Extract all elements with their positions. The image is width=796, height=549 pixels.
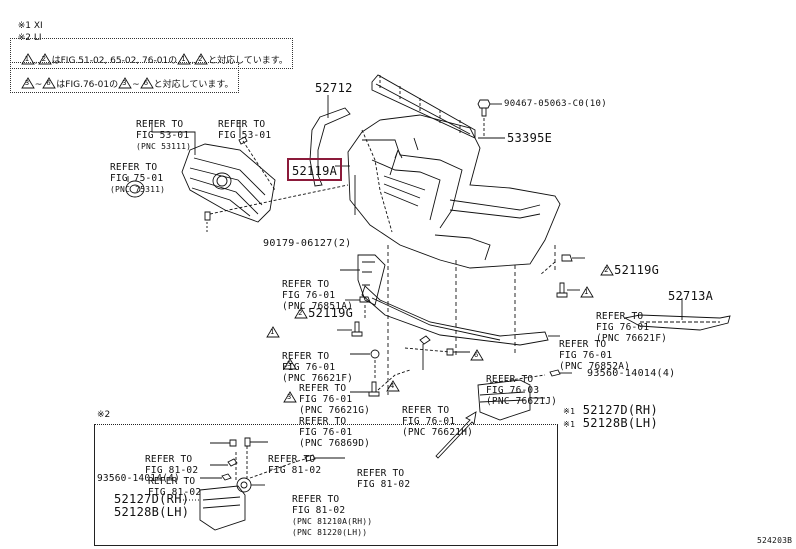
warning-triangle-icon: 1	[20, 53, 35, 65]
warning-triangle-icon: 5	[283, 358, 297, 370]
part-52713A[interactable]: 52713A	[668, 289, 714, 303]
warning-triangle-icon: 2	[294, 307, 308, 319]
inset-part-93560[interactable]: 93560-14014(4)	[97, 473, 180, 484]
warning-triangle-icon: 3	[118, 77, 132, 89]
warning-triangle-icon: 1	[177, 53, 191, 65]
warning-triangle-icon: 3	[20, 77, 35, 89]
diagram-id: 524203B	[757, 536, 793, 545]
part-52127D[interactable]: ※1 52127D(RH)	[563, 403, 658, 417]
radiator-grille-drawing	[181, 143, 276, 223]
warning-triangle-icon: 1	[580, 286, 594, 298]
warning-triangle-icon: 4	[386, 380, 400, 392]
part-52119A[interactable]: 52119A	[292, 164, 338, 178]
legend-mark-1: ※1 XI	[17, 21, 43, 31]
warning-triangle-icon: 2	[37, 53, 52, 65]
emblem-drawing	[125, 180, 145, 198]
part-93560[interactable]: 93560-14014(4)	[587, 368, 676, 379]
inset-panel	[94, 424, 558, 546]
part-53395E[interactable]: 53395E	[507, 131, 553, 145]
inset-mark: ※2	[97, 410, 111, 420]
inset-part-52128B[interactable]: 52128B(LH)	[114, 505, 190, 519]
part-52712[interactable]: 52712	[315, 81, 353, 95]
warning-triangle-icon: 6	[470, 349, 484, 361]
warning-triangle-icon: 3	[283, 391, 297, 403]
front-bumper-cover-drawing	[347, 114, 561, 269]
warning-triangle-icon: 2	[194, 53, 208, 65]
part-90179[interactable]: 90179-06127(2)	[263, 238, 352, 249]
inset-fog-lamp-drawing	[180, 437, 345, 531]
part-52119A-highlight[interactable]: 52119A	[287, 158, 343, 181]
warning-triangle-icon: 6	[139, 77, 154, 89]
warning-triangle-icon: 1	[266, 326, 280, 338]
part-52128B[interactable]: ※1 52128B(LH)	[563, 416, 658, 430]
warning-triangle-icon: 6	[42, 77, 57, 89]
inset-part-52127D[interactable]: 52127D(RH)	[114, 492, 190, 506]
warning-triangle-icon: 2	[600, 264, 614, 276]
part-90467[interactable]: 90467-05063-C0(10)	[504, 99, 607, 109]
